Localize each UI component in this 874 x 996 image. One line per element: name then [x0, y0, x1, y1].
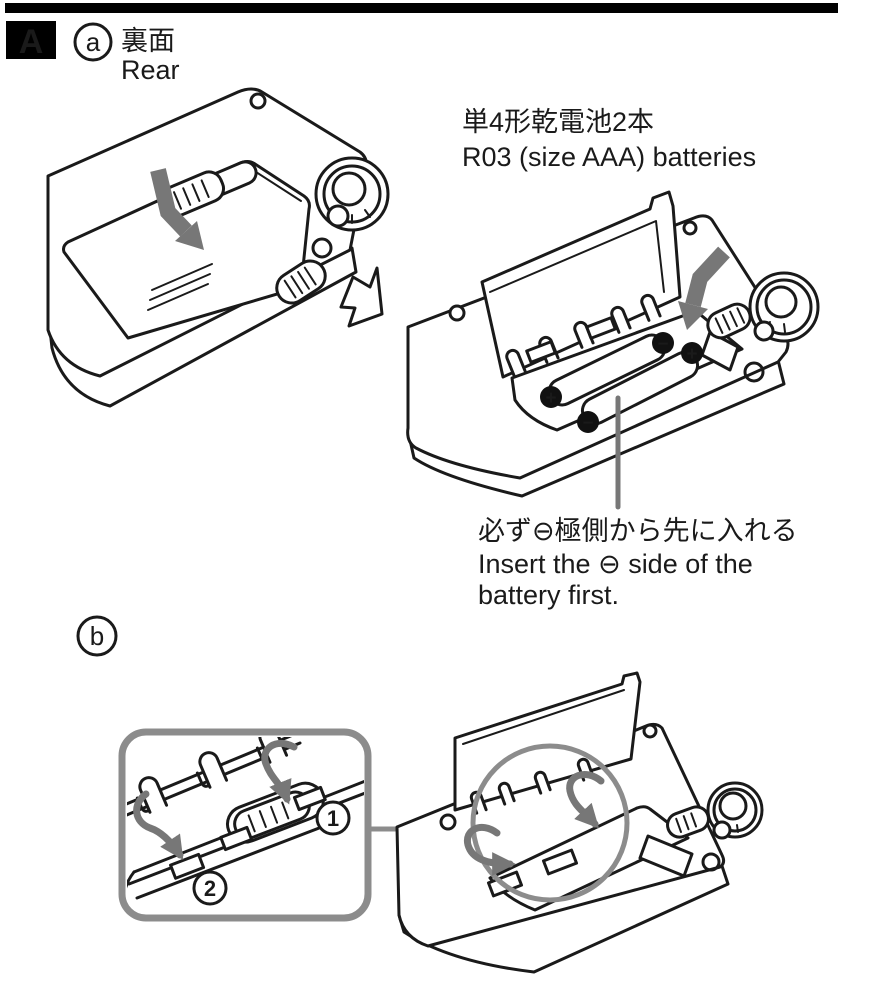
- battery-terminal-minus: [577, 411, 599, 433]
- device-lid-open-batteries: + − − +: [406, 190, 820, 510]
- step-1-number: 1: [327, 806, 339, 831]
- rear-label-en: Rear: [121, 55, 180, 85]
- variant-b-circle: [76, 615, 118, 657]
- hook-step1-arrow: [261, 739, 298, 805]
- lid-inner-line: [462, 689, 625, 745]
- strap-hole: [743, 361, 765, 383]
- plus-mark: +: [686, 344, 697, 365]
- screw-hole: [439, 813, 457, 831]
- step-2-number: 2: [204, 876, 216, 901]
- side-button: [326, 204, 350, 228]
- strap-hole: [311, 237, 333, 259]
- lid-inner-line: [489, 220, 665, 293]
- variant-a-label: a: [86, 27, 101, 57]
- top-rule: [5, 3, 838, 13]
- lid-hinge-clips: [469, 757, 595, 815]
- edge-notch: [219, 825, 254, 852]
- variant-b-label: b: [90, 621, 104, 651]
- bay-slot: [525, 340, 557, 364]
- highlight-circle: [470, 743, 630, 903]
- callout-detail: [127, 737, 364, 900]
- battery-spec-en: R03 (size AAA) batteries: [462, 142, 756, 172]
- device-rear-closed: [46, 87, 390, 408]
- insert-note-en1: Insert the ⊖ side of the: [478, 549, 753, 579]
- bay-slot: [541, 848, 579, 876]
- section-a-label: A: [19, 23, 44, 61]
- tab-slot-2: [169, 852, 206, 880]
- minus-mark: −: [582, 413, 593, 434]
- battery-terminal-plus: [681, 342, 703, 364]
- latch-housing: [700, 330, 740, 372]
- screw-hole: [682, 220, 698, 236]
- bay-slot: [585, 316, 617, 340]
- speaker-grille: [706, 302, 752, 340]
- speaker-grille: [275, 259, 327, 305]
- hook-step2-arrow: [133, 790, 184, 860]
- strap-hole: [701, 852, 721, 872]
- rear-label-jp: 裏面: [121, 26, 175, 56]
- jog-dial: [314, 156, 390, 232]
- section-a-badge: [6, 21, 56, 59]
- insert-direction-arrow: [678, 246, 730, 330]
- battery-terminal-plus: [540, 386, 562, 408]
- device-top-face: [395, 722, 726, 948]
- next-step-arrow: [339, 266, 384, 328]
- step-2-badge: [192, 870, 228, 906]
- side-button: [753, 320, 775, 342]
- variant-a-circle: [73, 22, 113, 62]
- slide-motion-lines: [147, 263, 213, 311]
- hook-arrow-2: [463, 824, 516, 876]
- screw-hole: [642, 723, 658, 739]
- slide-direction-arrow: [150, 168, 204, 250]
- plus-mark: +: [545, 388, 556, 409]
- screw-hole: [448, 304, 466, 322]
- device-lid-open-empty: [395, 671, 764, 974]
- cover-edge-line: [252, 169, 302, 202]
- insert-note-en2: battery first.: [478, 580, 619, 610]
- open-lid: [480, 190, 682, 379]
- latch-housing: [638, 834, 694, 878]
- insert-note-jp: 必ず⊖極側から先に入れる: [478, 516, 798, 546]
- battery-terminal-minus: [652, 332, 674, 354]
- hook-arrow-1: [566, 771, 605, 829]
- tab-slot-1: [292, 785, 327, 812]
- screw-hole: [249, 92, 267, 110]
- battery-spec-jp: 単4形乾電池2本: [462, 107, 654, 137]
- minus-mark: −: [657, 334, 668, 355]
- side-button: [712, 820, 732, 840]
- step-1-badge: [315, 800, 351, 836]
